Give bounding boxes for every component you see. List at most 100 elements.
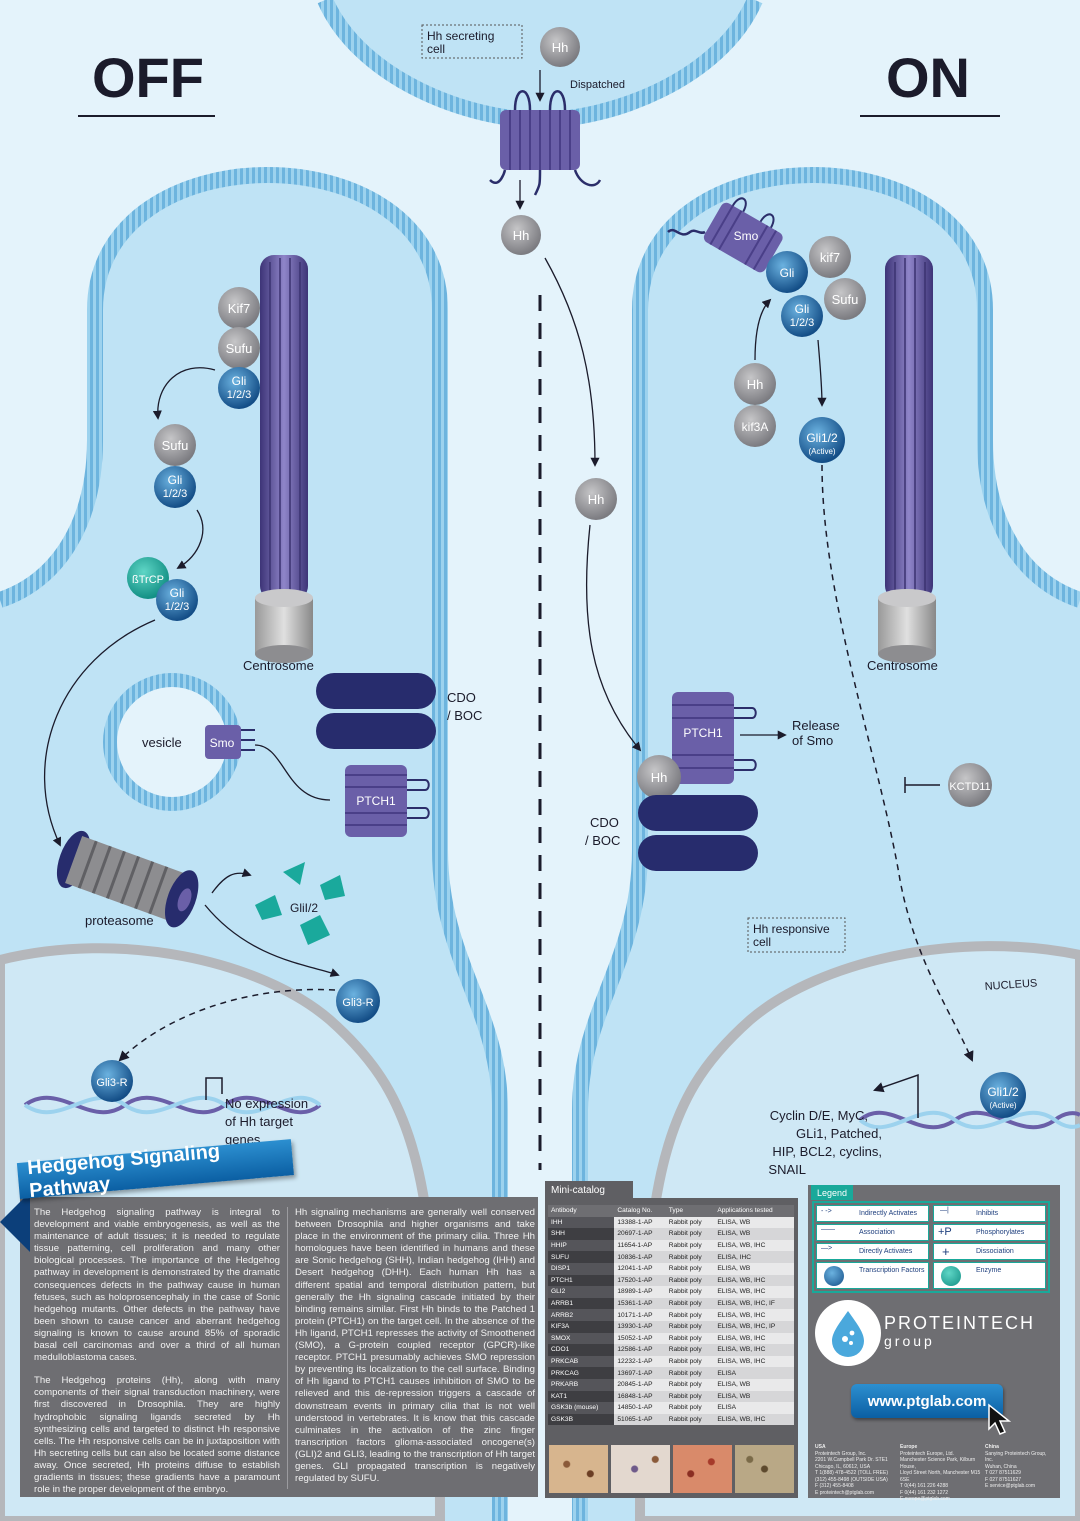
contact-line: F 0(44) 161 232 1272 — [900, 1489, 949, 1496]
gli12-active-sub: (Active) — [808, 447, 835, 456]
legend-label: Inhibits — [976, 1210, 999, 1217]
catalog-cell: ELISA, WB, IHC — [714, 1239, 794, 1252]
catalog-cell: PRKARB — [548, 1378, 615, 1391]
btrcp-ball — [127, 557, 169, 599]
gli12-active-ball — [799, 417, 845, 463]
dashed-arrow-icon: - -> — [821, 1208, 832, 1215]
hh-kif3a-label: Hh — [747, 377, 764, 392]
catalog-cell: Rabbit poly — [665, 1390, 715, 1403]
catalog-cell: 10836-1-AP — [614, 1251, 666, 1263]
on-centrosome — [878, 589, 936, 663]
catalog-cell: 11654-1-AP — [614, 1239, 666, 1252]
catalog-cell: PRKCAB — [548, 1355, 615, 1368]
catalog-cell: ELISA, WB — [714, 1390, 794, 1403]
blocked-promoter-icon — [205, 1077, 223, 1100]
off-centrosome — [255, 589, 313, 663]
dispatched-protein — [489, 90, 602, 196]
gli-cilium-label: Gli — [232, 374, 247, 388]
proteasome-label: proteasome — [85, 913, 154, 928]
catalog-cell: Rabbit poly — [665, 1320, 715, 1333]
hh-ball-diffusing — [501, 215, 541, 255]
banner-tail — [0, 1192, 30, 1252]
legend-title: Legend — [811, 1185, 853, 1200]
hh-bound-label: Hh — [651, 770, 668, 785]
legend-association: —— Association — [816, 1224, 929, 1241]
contact-europe: Europe Proteintech Europe, Ltd. Manchest… — [900, 1444, 985, 1503]
gli-nucleus-arrow — [821, 464, 974, 1062]
target-gene-line: SNAIL — [768, 1162, 806, 1177]
diffusion-arrow-2 — [585, 524, 642, 752]
contact-line[interactable]: E service@ptglab.com — [985, 1483, 1036, 1489]
catalog-header-cell: Type — [665, 1205, 715, 1217]
contact-line: T 0(44) 161 226 4288 — [900, 1483, 949, 1489]
catalog-cell: Rabbit poly — [665, 1367, 715, 1379]
mini-catalog-tab[interactable]: Mini-catalog — [545, 1181, 633, 1199]
gli-cilium-sub: 1/2/3 — [227, 389, 251, 401]
target-gene-line: Cyclin D/E, MyC, — [770, 1108, 868, 1123]
contact-line: Lloyd Street North, Manchester M15 6SE — [900, 1470, 981, 1483]
catalog-cell: SMOX — [548, 1332, 615, 1345]
hh-secreting-cell-label-2: cell — [427, 42, 445, 56]
nucleus-label: NUCLEUS — [984, 977, 1037, 993]
catalog-cell: 10171-1-AP — [614, 1309, 666, 1321]
gli123-on-ball — [781, 295, 823, 337]
off-boc-label: / BOC — [447, 708, 482, 723]
legend-phosphorylates: +P Phosphorylates — [933, 1224, 1046, 1241]
gli12-dna-label: Gli1/2 — [987, 1085, 1019, 1099]
contact-line: Wuhan, China — [985, 1463, 1017, 1470]
catalog-cell: ARRB1 — [548, 1297, 615, 1310]
on-centrosome-label: Centrosome — [867, 658, 938, 673]
gli-btrcp-sub: 1/2/3 — [165, 601, 189, 613]
enzyme-icon — [941, 1266, 961, 1286]
catalog-cell: PTCH1 — [548, 1274, 615, 1287]
catalog-cell: GSK3B — [548, 1413, 615, 1426]
contact-line: Proteintech Group, Inc. — [815, 1450, 867, 1457]
catalog-header-cell: Applications tested — [714, 1205, 794, 1217]
website-button[interactable]: www.ptglab.com — [851, 1384, 1003, 1418]
contact-line[interactable]: E proteintech@ptglab.com — [815, 1489, 874, 1496]
catalog-cell: CDO1 — [548, 1344, 615, 1356]
catalog-cell: ELISA, WB — [714, 1216, 794, 1229]
proteintech-logo — [815, 1300, 881, 1366]
kif7-ball — [218, 287, 260, 329]
catalog-cell: ELISA, IHC — [714, 1251, 794, 1263]
sufu-cilium-label: Sufu — [226, 341, 253, 356]
sufu-ball-free — [154, 424, 196, 466]
contact-line[interactable]: E europe@ptglab.com — [900, 1496, 950, 1502]
legend-enzyme: Enzyme — [933, 1262, 1046, 1289]
catalog-cell: IHH — [548, 1216, 615, 1229]
info-column-2: Hh signaling mechanisms are generally we… — [295, 1207, 535, 1496]
hh-secreting-cell-box — [421, 24, 523, 59]
catalog-cell: Rabbit poly — [665, 1309, 715, 1321]
gli3r-ball — [336, 979, 380, 1023]
kif7-on-label: kif7 — [820, 250, 840, 265]
gli-free-sub: 1/2/3 — [163, 488, 187, 500]
contact-line: F (312) 455-8408 — [815, 1483, 854, 1489]
legend-frame — [812, 1201, 1050, 1293]
catalog-cell: 20845-1-AP — [614, 1378, 666, 1391]
catalog-header-cell: Catalog No. — [614, 1205, 666, 1217]
hh-ball-approaching — [575, 478, 617, 520]
contact-usa: USA Proteintech Group, Inc. 2201 W.Campb… — [815, 1444, 895, 1496]
gli-activation-arrow — [817, 339, 827, 407]
brand-name: PROTEINTECH — [884, 1313, 1036, 1333]
